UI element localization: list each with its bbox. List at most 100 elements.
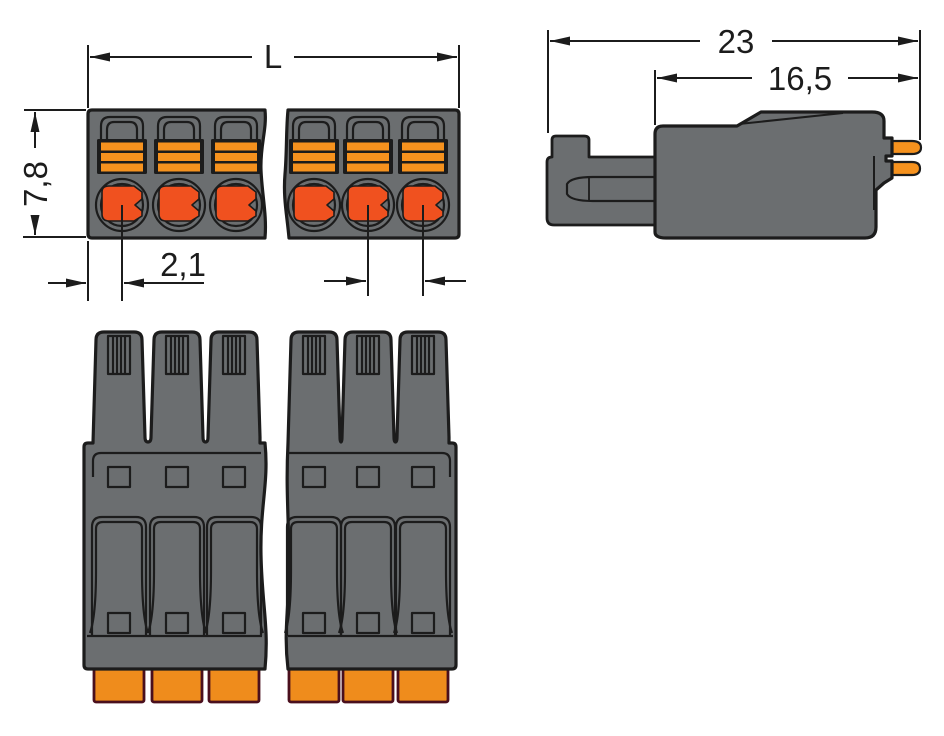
dim-label-height: 7,8	[17, 161, 54, 207]
wire-port-insert	[347, 185, 389, 222]
clamp-spring-outer	[345, 115, 391, 140]
clamp-spring-outer	[291, 115, 337, 140]
terminal-unit	[395, 115, 451, 233]
pushbutton-stripe	[293, 142, 335, 151]
front-view: L 7,8 2,1	[17, 38, 466, 301]
plan-housing-left	[82, 330, 268, 671]
wire-port-ring-outer	[208, 177, 264, 233]
solder-pad	[287, 666, 341, 704]
compartment-inner	[146, 520, 208, 634]
terminal-unit	[151, 115, 207, 233]
prong-grip-hatch	[410, 334, 436, 376]
prong-grip-hatch	[164, 334, 190, 376]
latch-slot	[565, 175, 656, 203]
wire-port-ring-outer	[286, 177, 342, 233]
compartment-window	[355, 611, 381, 635]
clamp-spring-outer	[156, 115, 202, 140]
clamp-spring-inner	[162, 120, 196, 140]
pushbutton-stripe	[347, 153, 389, 161]
pushbutton-stripe	[347, 163, 389, 172]
locking-latch	[545, 134, 658, 227]
wire-port-insert	[158, 185, 200, 222]
pushbutton-stripe	[101, 153, 143, 161]
housing-window	[221, 465, 247, 489]
solder-pin-lower	[886, 160, 922, 177]
compartment-window	[106, 611, 132, 635]
pushbutton-stripe	[215, 142, 257, 151]
wire-port-ring-inner	[291, 182, 337, 228]
housing-window	[164, 465, 190, 489]
wire-port-insert	[215, 185, 257, 222]
side-dimensions: 23 16,5	[547, 23, 921, 140]
compartment-inner	[203, 520, 265, 634]
solder-pin-upper	[886, 139, 923, 156]
compartment-outer	[394, 515, 452, 636]
pushbutton-stripe	[402, 163, 444, 172]
compartment-outer	[148, 515, 206, 636]
prong-grip-hatch	[221, 334, 247, 376]
dim-label-length: L	[264, 38, 282, 75]
pushbutton-stripe	[402, 142, 444, 151]
terminal-unit	[286, 115, 342, 233]
solder-pad	[207, 666, 261, 704]
compartment-window	[410, 611, 436, 635]
dim-label-edge-to-pole: 2,1	[160, 246, 206, 283]
dim-label-overall-depth: 23	[718, 23, 755, 60]
compartment-inner	[88, 520, 150, 634]
housing-window	[106, 465, 132, 489]
wire-port-insert	[101, 185, 143, 222]
front-dimensions: L 7,8 2,1	[17, 38, 466, 301]
solder-pad	[396, 666, 450, 704]
housing-window	[410, 465, 436, 489]
pushbutton-stripe	[402, 153, 444, 161]
clamp-spring-outer	[400, 115, 446, 140]
compartment-window	[221, 611, 247, 635]
pushbutton-stripe	[158, 163, 200, 172]
wire-port-insert	[293, 185, 335, 222]
wire-port-ring-outer	[151, 177, 207, 233]
pushbutton-stripe	[158, 142, 200, 151]
compartment-window	[164, 611, 190, 635]
compartment-inner	[337, 520, 399, 634]
side-view: 23 16,5	[545, 23, 923, 240]
pushbutton-stripe	[158, 153, 200, 161]
housing-window	[301, 465, 327, 489]
solder-pad	[150, 666, 204, 704]
top-view	[82, 330, 458, 704]
dim-label-housing-depth: 16,5	[768, 60, 832, 97]
clamp-spring-inner	[105, 120, 139, 140]
solder-pad	[92, 666, 146, 704]
prong-grip-hatch	[106, 334, 132, 376]
wire-port-ring-inner	[213, 182, 259, 228]
compartment-outer	[90, 515, 148, 636]
pushbutton-stripe	[215, 153, 257, 161]
housing-lip-left	[91, 451, 261, 477]
clamp-spring-inner	[297, 120, 331, 140]
compartment-inner	[392, 520, 454, 634]
compartment-window	[301, 611, 327, 635]
prong-grip-hatch	[355, 334, 381, 376]
pushbutton-stripe	[101, 163, 143, 172]
housing-bevel-line	[738, 112, 844, 125]
clamp-spring-inner	[406, 120, 440, 140]
clamp-spring-outer	[213, 115, 259, 140]
pushbutton-stripe	[215, 163, 257, 172]
housing-lip-right	[288, 451, 452, 477]
terminal-unit	[340, 115, 396, 233]
housing-window	[355, 465, 381, 489]
pushbutton-stripe	[101, 142, 143, 151]
solder-pad	[341, 666, 395, 704]
clamp-spring-inner	[351, 120, 385, 140]
side-housing	[653, 110, 894, 240]
pushbutton-stripe	[293, 153, 335, 161]
prong-grip-hatch	[301, 334, 327, 376]
clamp-spring-inner	[219, 120, 253, 140]
plan-housing-right	[284, 330, 458, 671]
pushbutton-stripe	[347, 142, 389, 151]
compartment-outer	[205, 515, 263, 636]
terminal-unit	[208, 115, 264, 233]
compartment-inner	[283, 520, 345, 634]
wire-port-insert	[402, 185, 444, 222]
